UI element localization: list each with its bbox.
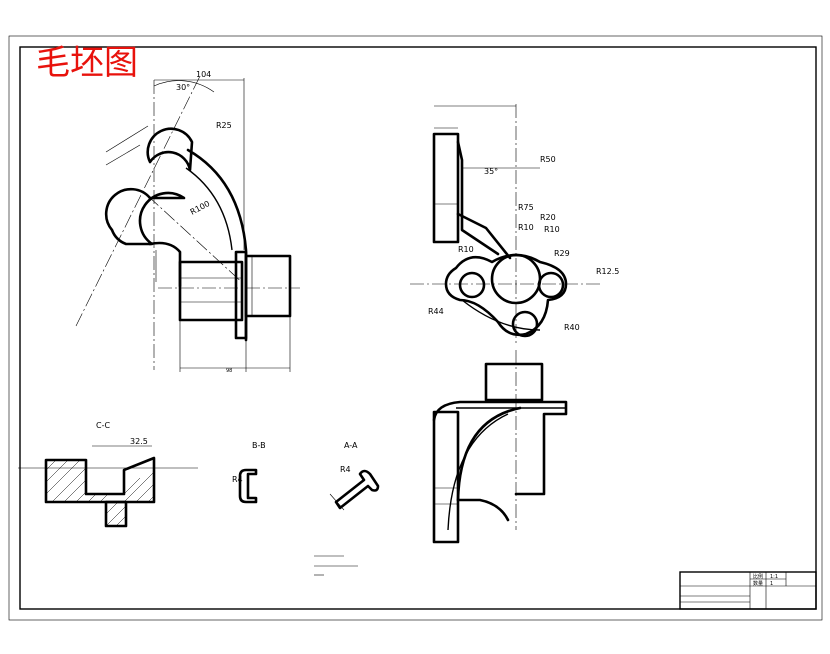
dim-bottom: 98 [226,368,232,374]
technical-notes [314,555,358,576]
section-aa-label: A-A [344,441,358,450]
title-block-scale-label: 比例 [753,573,763,580]
section-cc-label: C-C [96,421,110,430]
title-block: 比例 1:1 数量 1 [679,571,817,610]
top-view [432,350,568,544]
section-bb-radius: R4 [232,475,243,484]
section-bb: B-B R4 [232,441,266,504]
radius-r50: R50 [540,155,556,164]
side-view: R50 R75 R20 R10 R10 R10 R29 R12.5 R44 R4… [410,104,619,344]
section-aa-radius: R4 [340,465,351,474]
inner-border [19,46,817,610]
radius-r20: R20 [540,213,556,222]
radius-r12-5: R12.5 [596,267,619,276]
section-cc: C-C 32.5 [18,421,198,528]
section-aa: A-A R4 [329,441,380,511]
section-cc-dim: 32.5 [130,437,148,446]
outer-border [8,35,823,621]
dim-width-top: 104 [196,70,211,79]
angle-35: 35° [484,167,498,176]
radius-r75: R75 [518,203,534,212]
radius-r10-a: R10 [518,223,534,232]
radius-r10-b: R10 [544,225,560,234]
radius-r44: R44 [428,307,444,316]
radius-r40: R40 [564,323,580,332]
title-block-qty-label: 数量 [753,580,763,587]
section-bb-label: B-B [252,441,266,450]
drawing-title: 毛坯图 [36,43,138,83]
dim-radius-arc: R100 [189,199,212,217]
title-block-scale-value: 1:1 [770,574,778,580]
dim-radius-top: R25 [216,121,232,130]
dim-angle: 30° [176,83,190,92]
title-block-qty-value: 1 [770,581,773,587]
radius-r29: R29 [554,249,570,258]
radius-r10-c: R10 [458,245,474,254]
front-view: 104 30° R25 R100 98 [75,70,300,374]
